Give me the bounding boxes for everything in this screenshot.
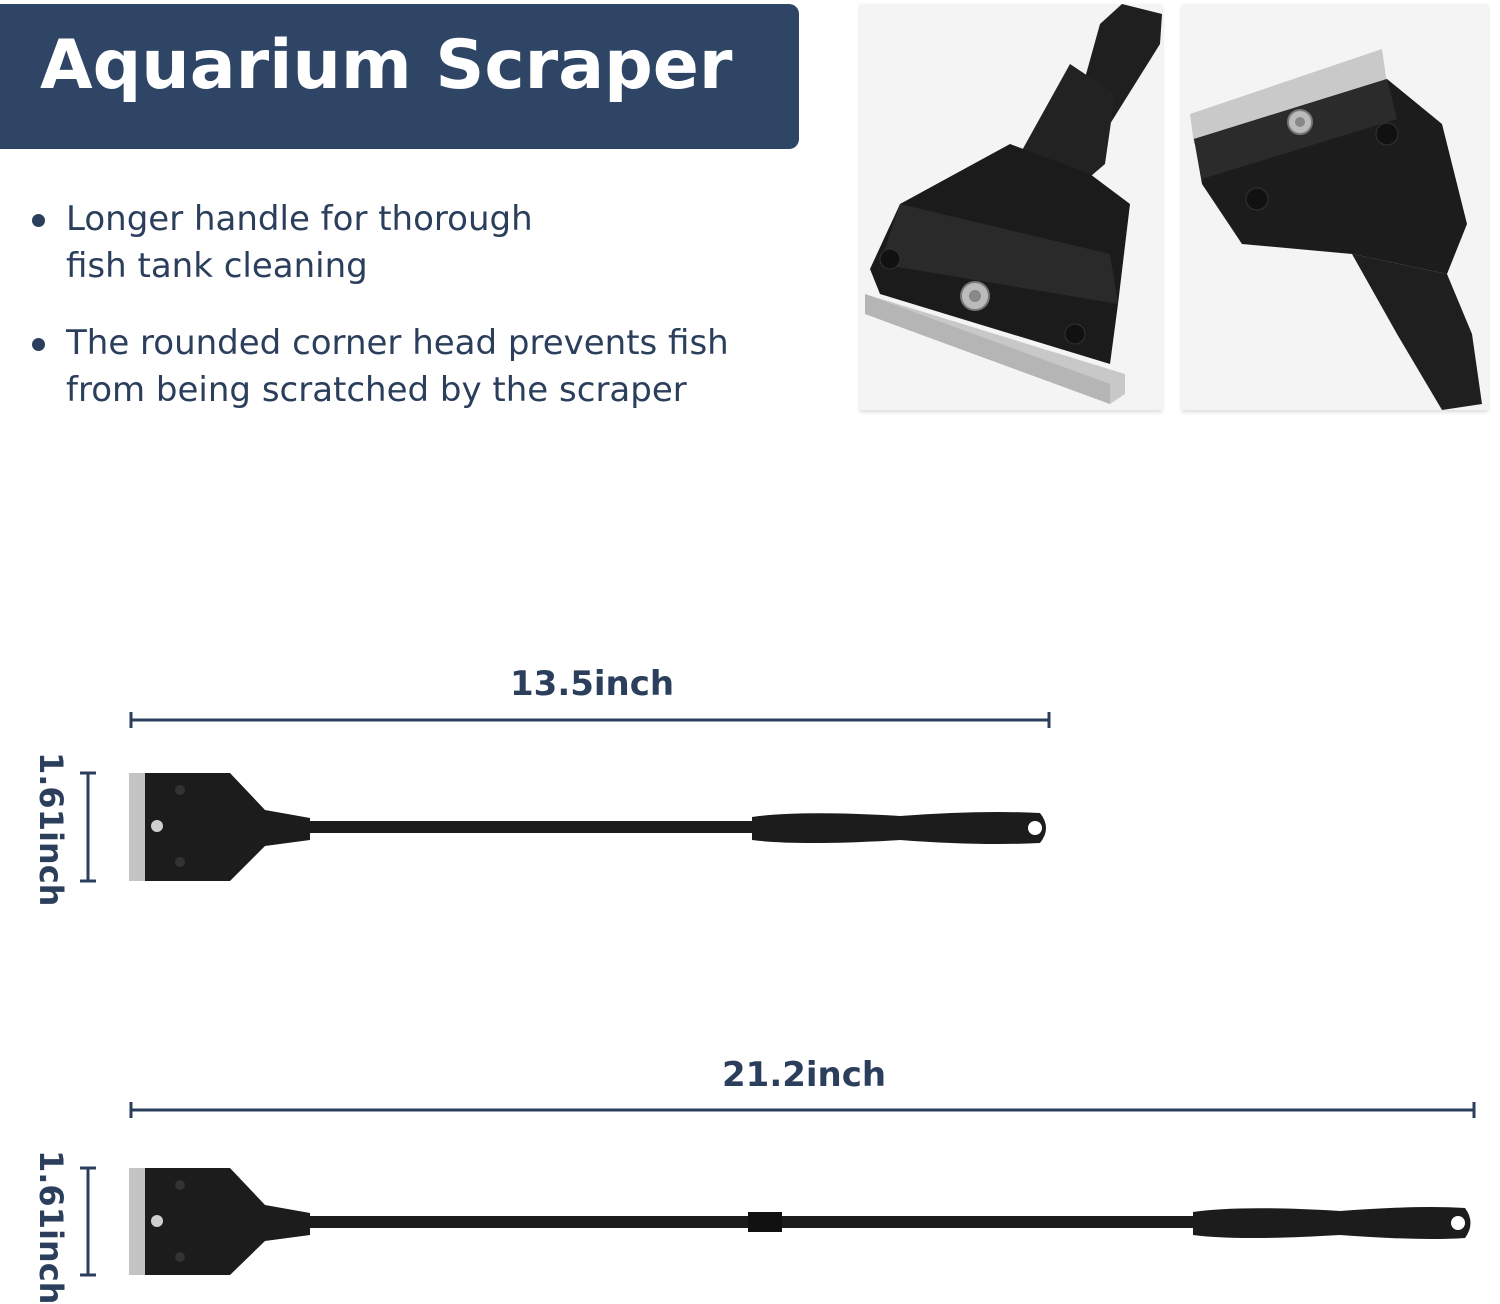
feature-bullet-2: The rounded corner head prevents fish fr… <box>32 320 729 414</box>
bullet-dot-icon <box>32 214 45 227</box>
long-length-label: 21.2inch <box>722 1055 887 1095</box>
scraper-head-front-image <box>860 4 1162 410</box>
bullet-dot-icon <box>32 338 45 351</box>
bullet-2-line-1: The rounded corner head prevents fish <box>66 323 729 363</box>
scraper-head-front-photo <box>860 4 1162 410</box>
short-height-dimension-line <box>80 771 96 883</box>
long-height-dimension-line <box>80 1166 96 1277</box>
page-title: Aquarium Scraper <box>40 26 733 105</box>
short-length-label: 13.5inch <box>510 664 675 704</box>
short-length-dimension-line <box>129 712 1051 728</box>
feature-bullet-1: Longer handle for thorough fish tank cle… <box>32 196 533 290</box>
title-banner: Aquarium Scraper <box>0 4 799 149</box>
bullet-1-line-2: fish tank cleaning <box>66 246 368 286</box>
bullet-1-line-1: Longer handle for thorough <box>66 199 533 239</box>
scraper-head-back-photo <box>1182 4 1488 410</box>
short-scraper-illustration <box>129 773 1046 881</box>
scraper-head-back-image <box>1182 4 1488 410</box>
long-length-dimension-line <box>129 1102 1476 1118</box>
long-scraper-illustration <box>129 1168 1471 1275</box>
bullet-2-line-2: from being scratched by the scraper <box>66 370 687 410</box>
